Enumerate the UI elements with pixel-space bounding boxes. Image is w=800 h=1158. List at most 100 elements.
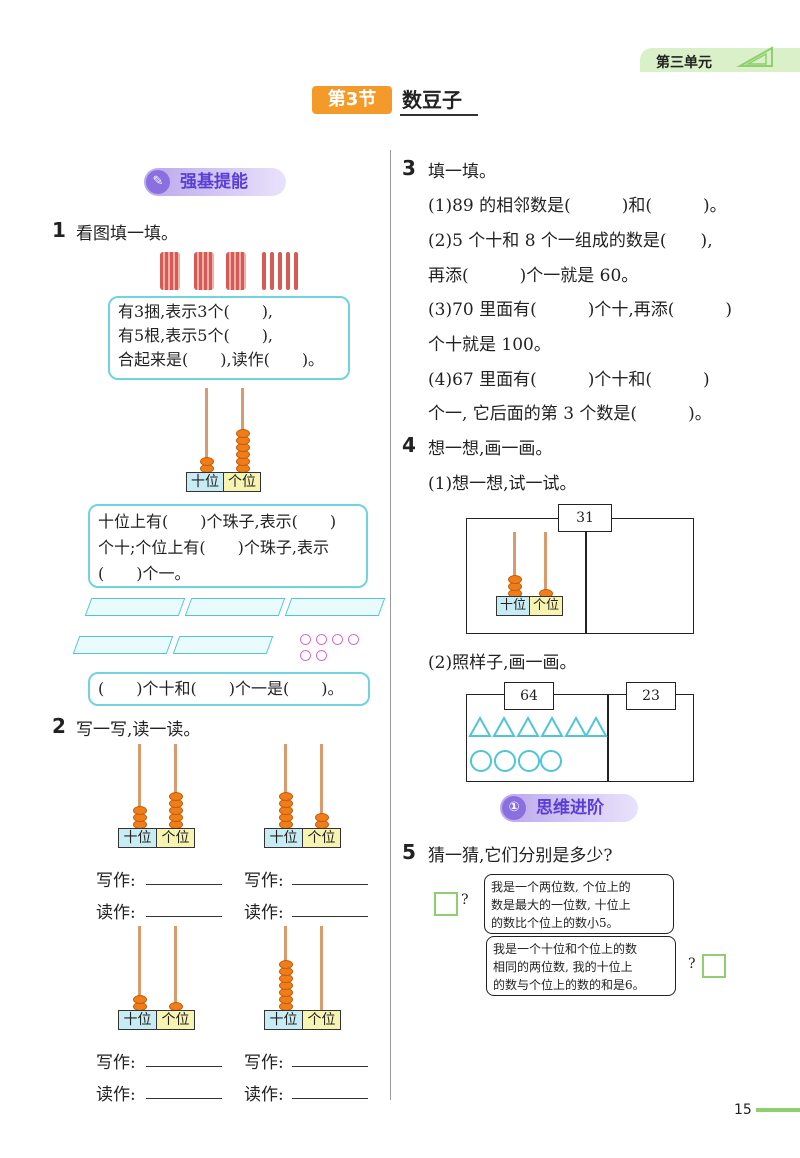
q2a-write-blank[interactable]	[146, 884, 222, 885]
tens-label: 十位	[186, 472, 224, 492]
q4-text: 想一想,画一画。	[428, 439, 553, 459]
q2b-write-blank[interactable]	[292, 884, 368, 885]
question-mark-2: ?	[688, 956, 696, 972]
q3-text: 填一填。	[428, 162, 496, 182]
q3-number: 3	[402, 156, 416, 180]
q1-number: 1	[52, 218, 66, 242]
q2b-read-blank[interactable]	[292, 916, 368, 917]
q3-line3: 再添( )个一就是 60。	[428, 266, 639, 286]
q2c-write: 写作:	[96, 1053, 136, 1073]
q2a-read-blank[interactable]	[146, 916, 222, 917]
ones-label: 个位	[302, 1010, 341, 1030]
tens-label: 十位	[264, 1010, 303, 1030]
q3-line1: (1)89 的相邻数是( )和( )。	[428, 196, 727, 216]
q2c-read-blank[interactable]	[146, 1098, 222, 1099]
pencil-icon: ✎	[146, 170, 170, 194]
triangles-row	[468, 715, 608, 737]
bubble2-line1: 我是一个十位和个位上的数	[493, 942, 638, 956]
q2c-read: 读作:	[96, 1085, 136, 1105]
q2a-write: 写作:	[96, 871, 136, 891]
box-23: 23	[626, 682, 676, 710]
bubble-1: 我是一个两位数, 个位上的 数是最大的一位数, 十位上 的数比个位上的数小5。	[484, 874, 674, 934]
q4-number: 4	[402, 433, 416, 457]
q1-box1-line2: 有5根,表示5个( ),	[118, 326, 274, 345]
q5-text: 猜一猜,它们分别是多少?	[428, 846, 613, 866]
medal-icon: ①	[502, 796, 526, 820]
q1-abacus: 十位 个位	[186, 388, 261, 496]
ones-label: 个位	[156, 828, 195, 848]
banner-thinking: ① 思维进阶	[500, 794, 638, 822]
page-number-bar	[756, 1108, 800, 1112]
q2d-write: 写作:	[244, 1053, 284, 1073]
q1-box2-line1: 十位上有( )个珠子,表示( )	[98, 512, 337, 531]
tens-label: 十位	[118, 828, 157, 848]
section-title: 数豆子	[402, 88, 462, 112]
q1-box1-line3: 合起来是( ),读作( )。	[118, 350, 325, 369]
q4-sub1: (1)想一想,试一试。	[428, 474, 577, 494]
q3-line6: (4)67 里面有( )个十和( )	[428, 370, 710, 390]
column-divider	[390, 150, 391, 1100]
q1-box1-line1: 有3捆,表示3个( ),	[118, 302, 274, 321]
tens-label: 十位	[118, 1010, 157, 1030]
ones-label: 个位	[529, 596, 563, 616]
q4-frame2	[466, 694, 694, 782]
q1-box2-line2: 个十;个位上有( )个珠子,表示	[98, 538, 329, 557]
circle-shape	[494, 750, 516, 772]
tens-label: 十位	[496, 596, 530, 616]
box-64: 64	[504, 682, 554, 710]
answer-box-1[interactable]	[434, 892, 458, 916]
q1-box3-line: ( )个十和( )个一是( )。	[98, 679, 344, 698]
q1-text: 看图填一填。	[76, 224, 178, 244]
banner-thinking-label: 思维进阶	[536, 798, 604, 818]
banner-basic: ✎ 强基提能	[144, 168, 286, 196]
answer-box-2[interactable]	[702, 954, 726, 978]
q3-line4: (3)70 里面有( )个十,再添( )	[428, 300, 733, 320]
q2-text: 写一写,读一读。	[76, 720, 201, 740]
q2-abacus-a: 十位 个位	[118, 744, 195, 852]
q3-line5: 个十就是 100。	[428, 335, 551, 355]
tens-label: 十位	[264, 828, 303, 848]
q2-number: 2	[52, 714, 66, 738]
q1-box2-line3: ( )个一。	[98, 564, 191, 583]
circle-shape	[518, 750, 540, 772]
ruler-icon	[736, 46, 773, 67]
bubble-2: 我是一个十位和个位上的数 相同的两位数, 我的十位上 的数与个位上的数的和是6。	[486, 936, 676, 996]
circle-shape	[540, 750, 562, 772]
ones-label: 个位	[223, 472, 261, 492]
bubble1-line1: 我是一个两位数, 个位上的	[491, 880, 631, 894]
q2-abacus-d: 十位 个位	[264, 926, 341, 1034]
banner-basic-label: 强基提能	[180, 172, 248, 192]
ones-label: 个位	[156, 1010, 195, 1030]
q2a-read: 读作:	[96, 903, 136, 923]
q1-box3: ( )个十和( )个一是( )。	[88, 672, 370, 706]
question-mark-1: ?	[461, 892, 469, 908]
section-badge: 第3节	[312, 86, 392, 114]
q2b-write: 写作:	[244, 871, 284, 891]
q2d-write-blank[interactable]	[292, 1066, 368, 1067]
ones-label: 个位	[302, 828, 341, 848]
q3-line2: (2)5 个十和 8 个一组成的数是( ),	[428, 231, 713, 251]
page-number: 15	[734, 1102, 752, 1118]
circle-shape	[470, 750, 492, 772]
unit-tab	[640, 48, 800, 72]
bubble2-line3: 的数与个位上的数的和是6。	[493, 978, 645, 992]
q2d-read: 读作:	[244, 1085, 284, 1105]
box-31: 31	[558, 504, 612, 532]
sticks-picture	[158, 250, 298, 292]
bubble1-line3: 的数比个位上的数小5。	[491, 916, 619, 930]
q3-line7: 个一, 它后面的第 3 个数是( )。	[428, 404, 712, 424]
unit-label: 第三单元	[656, 55, 712, 71]
q5-number: 5	[402, 840, 416, 864]
q2-abacus-b: 十位 个位	[264, 744, 341, 852]
q1-box2: 十位上有( )个珠子,表示( ) 个十;个位上有( )个珠子,表示 ( )个一。	[88, 504, 368, 588]
bean-trays	[68, 592, 388, 664]
q2b-read: 读作:	[244, 903, 284, 923]
title-underline	[400, 114, 478, 116]
q2c-write-blank[interactable]	[146, 1066, 222, 1067]
q2d-read-blank[interactable]	[292, 1098, 368, 1099]
q4-abacus: 十位 个位	[496, 532, 563, 616]
bubble1-line2: 数是最大的一位数, 十位上	[491, 898, 631, 912]
q1-box1: 有3捆,表示3个( ), 有5根,表示5个( ), 合起来是( ),读作( )。	[108, 296, 350, 380]
q4-sub2: (2)照样子,画一画。	[428, 653, 577, 673]
q2-abacus-c: 十位 个位	[118, 926, 195, 1034]
